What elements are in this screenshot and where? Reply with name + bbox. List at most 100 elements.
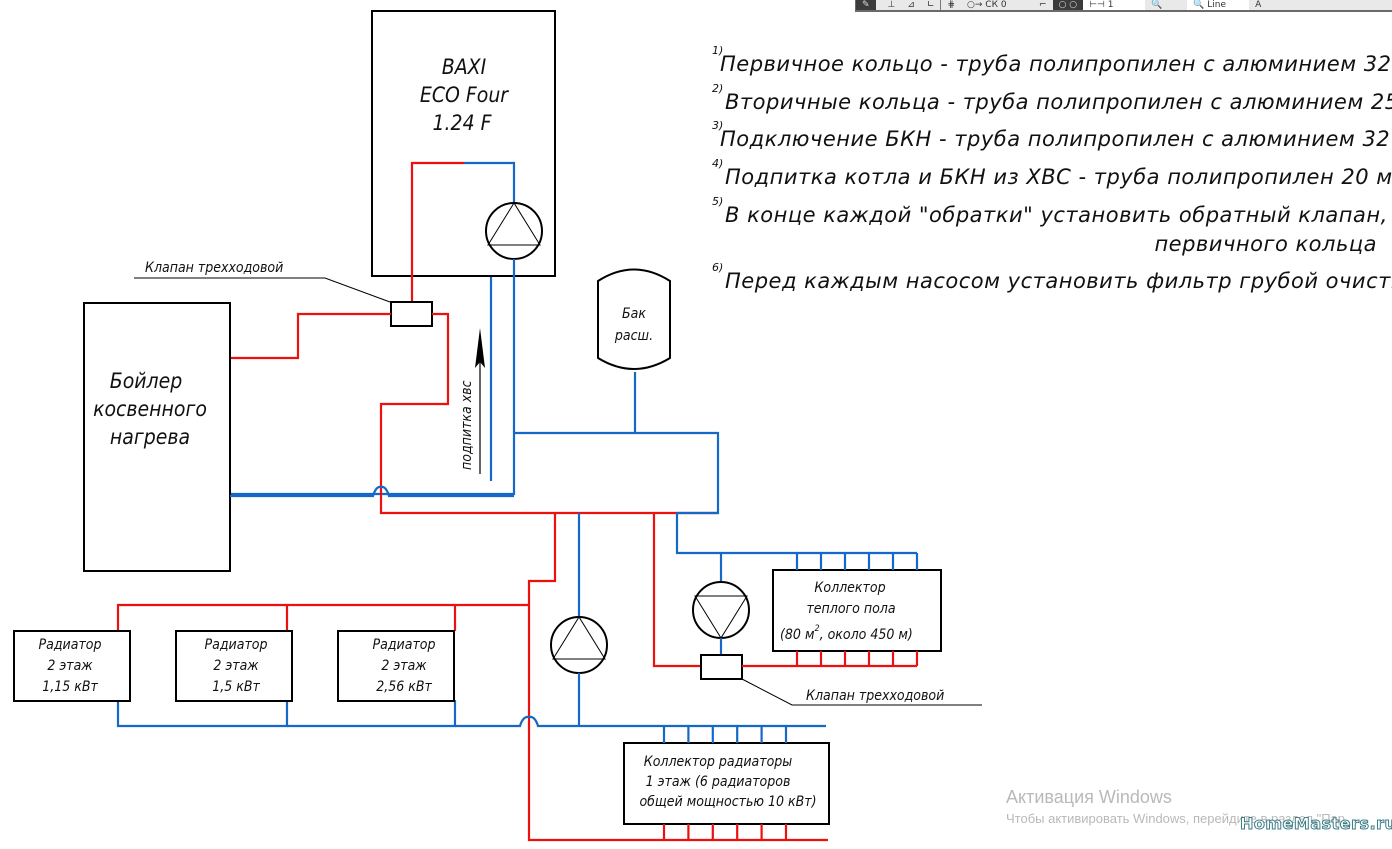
radiator-1-power: 1,15 кВт (42, 679, 98, 695)
radiator-3-floor: 2 этаж (381, 658, 427, 674)
corner-button[interactable]: ∟ (921, 0, 941, 10)
floor-collector-box (772, 569, 942, 652)
floor-heating-supply (652, 513, 701, 668)
radiator-collector-outlets (662, 726, 788, 840)
boiler-supply-pipe (410, 161, 464, 302)
radiator-collector-line-3: общей мощностью 10 кВт) (639, 794, 816, 810)
pencil-tool-button[interactable]: ✎ (856, 0, 876, 10)
radiator-1-name: Радиатор (39, 637, 102, 653)
note-6: 6) Перед каждым насосом установить фильт… (712, 261, 1392, 293)
note-2-text: Вторичные кольца - труба полипропилен с … (725, 90, 1392, 114)
object-snap-icon: ○ ○ (1058, 0, 1078, 10)
pencil-icon: ✎ (862, 0, 870, 10)
object-snap-button[interactable]: ○ ○ (1052, 0, 1084, 10)
floor-collector-line-3: (80 м2, около 450 м) (780, 624, 913, 643)
valve-bottom-leader (741, 678, 982, 706)
note-3-number: 3) (712, 119, 723, 132)
boiler-title-line-3: 1.24 F (433, 111, 493, 135)
radiator-collector-line-2: 1 этаж (6 радиаторов (646, 774, 791, 790)
radiator-supply-riser (527, 513, 828, 842)
activation-title: Активация Windows (1006, 787, 1172, 807)
text-button[interactable]: A (1249, 0, 1267, 10)
radiator-3-power: 2,56 кВт (376, 679, 432, 695)
radiator-3-name: Радиатор (373, 637, 436, 653)
floor-collector-line-1: Коллектор (814, 580, 885, 596)
heater-return-pipe (230, 485, 514, 498)
grid-button[interactable]: ⋕ (941, 0, 961, 10)
snap-button[interactable]: ⌐ (1033, 0, 1053, 10)
corner-icon: ∟ (926, 0, 935, 10)
three-way-valve-top[interactable] (390, 301, 433, 327)
radiator-pump-icon (550, 616, 608, 674)
radiator-collector[interactable]: Коллектор радиаторы 1 этаж (6 радиаторов… (623, 742, 830, 825)
indirect-water-heater[interactable]: Бойлер косвенного нагрева (83, 302, 231, 572)
boiler-return-main (230, 259, 516, 496)
notes-list: 1) Первичное кольцо - труба полипропилен… (712, 44, 1392, 293)
grid-icon: ⋕ (947, 0, 956, 10)
note-2-number: 2) (712, 82, 723, 95)
scale-field[interactable]: ⊢⊣ 1 (1083, 0, 1146, 10)
radiator-return-left (116, 700, 289, 728)
note-4: 4) Подпитка котла и БКН из ХВС - труба п… (712, 157, 1392, 189)
floor-heating-collector[interactable]: Коллектор теплого пола (80 м2, около 450… (772, 569, 942, 652)
cad-toolbar: ✎ ⊥ ⊿ ∟ ⋕ ○→ СК 0 ⌐ ○ ○ ⊢⊣ 1 🔍 🔍 Line A (855, 0, 1392, 12)
indirect-heater-box (83, 302, 231, 572)
boiler-title-line-2: ECO Four (420, 83, 509, 107)
note-2: 2) Вторичные кольца - труба полипропилен… (712, 82, 1392, 114)
radiator-1[interactable]: Радиатор 2 этаж 1,15 кВт (13, 630, 131, 702)
note-1: 1) Первичное кольцо - труба полипропилен… (712, 44, 1392, 76)
activation-subtitle: Чтобы активировать Windows, перейдите в … (1006, 811, 1346, 826)
radiator-collector-line-1: Коллектор радиаторы (644, 754, 793, 770)
radiator-3-box (337, 630, 455, 702)
radiator-2-box (175, 630, 293, 702)
makeup-label: подпитка хвс (459, 380, 475, 470)
toolbar-separator (940, 0, 942, 10)
snap-icon: ⌐ (1039, 0, 1047, 10)
perpendicular-icon: ⊥ (887, 0, 896, 10)
note-4-number: 4) (712, 157, 723, 170)
radiator-return-main (455, 715, 826, 728)
floor-collector-line-2: теплого пола (806, 601, 895, 617)
note-4-text: Подпитка котла и БКН из ХВС - труба поли… (725, 165, 1392, 189)
valve-top-label: Клапан трехходовой (145, 260, 283, 276)
floor-collector-outlets (795, 553, 919, 666)
floor-heating-pump-icon (692, 581, 750, 639)
dhw-supply-pipe (230, 312, 391, 360)
radiator-3[interactable]: Радиатор 2 этаж 2,56 кВт (337, 630, 455, 702)
radiator-2[interactable]: Радиатор 2 этаж 1,5 кВт (175, 630, 293, 702)
expansion-tank-shape (597, 268, 671, 370)
coordinate-system-select[interactable]: ○→ СК 0 (961, 0, 1033, 10)
heater-title-line-3: нагрева (110, 425, 190, 449)
note-3: 3) Подключение БКН - труба полипропилен … (712, 119, 1392, 151)
coordinate-system-icon: ○→ СК 0 (967, 0, 1007, 10)
boiler-title-line-1: BAXI (442, 55, 487, 79)
perpendicular-button[interactable]: ⊥ (882, 0, 902, 10)
note-6-text: Перед каждым насосом установить фильтр г… (725, 269, 1392, 293)
radiator-return-mid (287, 700, 457, 728)
note-6-number: 6) (712, 261, 723, 274)
radiator-2-power: 1,5 кВт (212, 679, 260, 695)
boiler-pump-icon (485, 202, 543, 260)
angle-button[interactable]: ⊿ (901, 0, 921, 10)
text-icon: A (1255, 0, 1262, 10)
zoom-layer-field[interactable]: 🔍 Line (1187, 0, 1250, 10)
radiator-2-floor: 2 этаж (213, 658, 259, 674)
note-5: 5) В конце каждой "обратки" установить о… (712, 195, 1392, 256)
zoom-layer-icon: 🔍 Line (1193, 0, 1226, 10)
radiator-1-box (13, 630, 131, 702)
zoom-icon: 🔍 (1151, 0, 1163, 10)
zoom-button[interactable]: 🔍 (1145, 0, 1187, 10)
note-3-text: Подключение БКН - труба полипропилен с а… (720, 127, 1392, 151)
note-5-number: 5) (712, 195, 723, 208)
note-5-text: В конце каждой "обратки" установить обра… (725, 203, 1392, 227)
radiator-supply-line (116, 603, 529, 631)
radiator-collector-box (623, 742, 830, 825)
tank-label-line-1: Бак (622, 306, 646, 322)
expansion-tank[interactable]: Бак расш. (597, 268, 671, 370)
radiator-1-floor: 2 этаж (47, 658, 93, 674)
three-way-valve-bottom[interactable] (700, 654, 743, 680)
heater-title-line-2: косвенного (93, 397, 207, 421)
angle-icon: ⊿ (907, 0, 915, 10)
valve-bottom-label: Клапан трехходовой (806, 688, 944, 704)
